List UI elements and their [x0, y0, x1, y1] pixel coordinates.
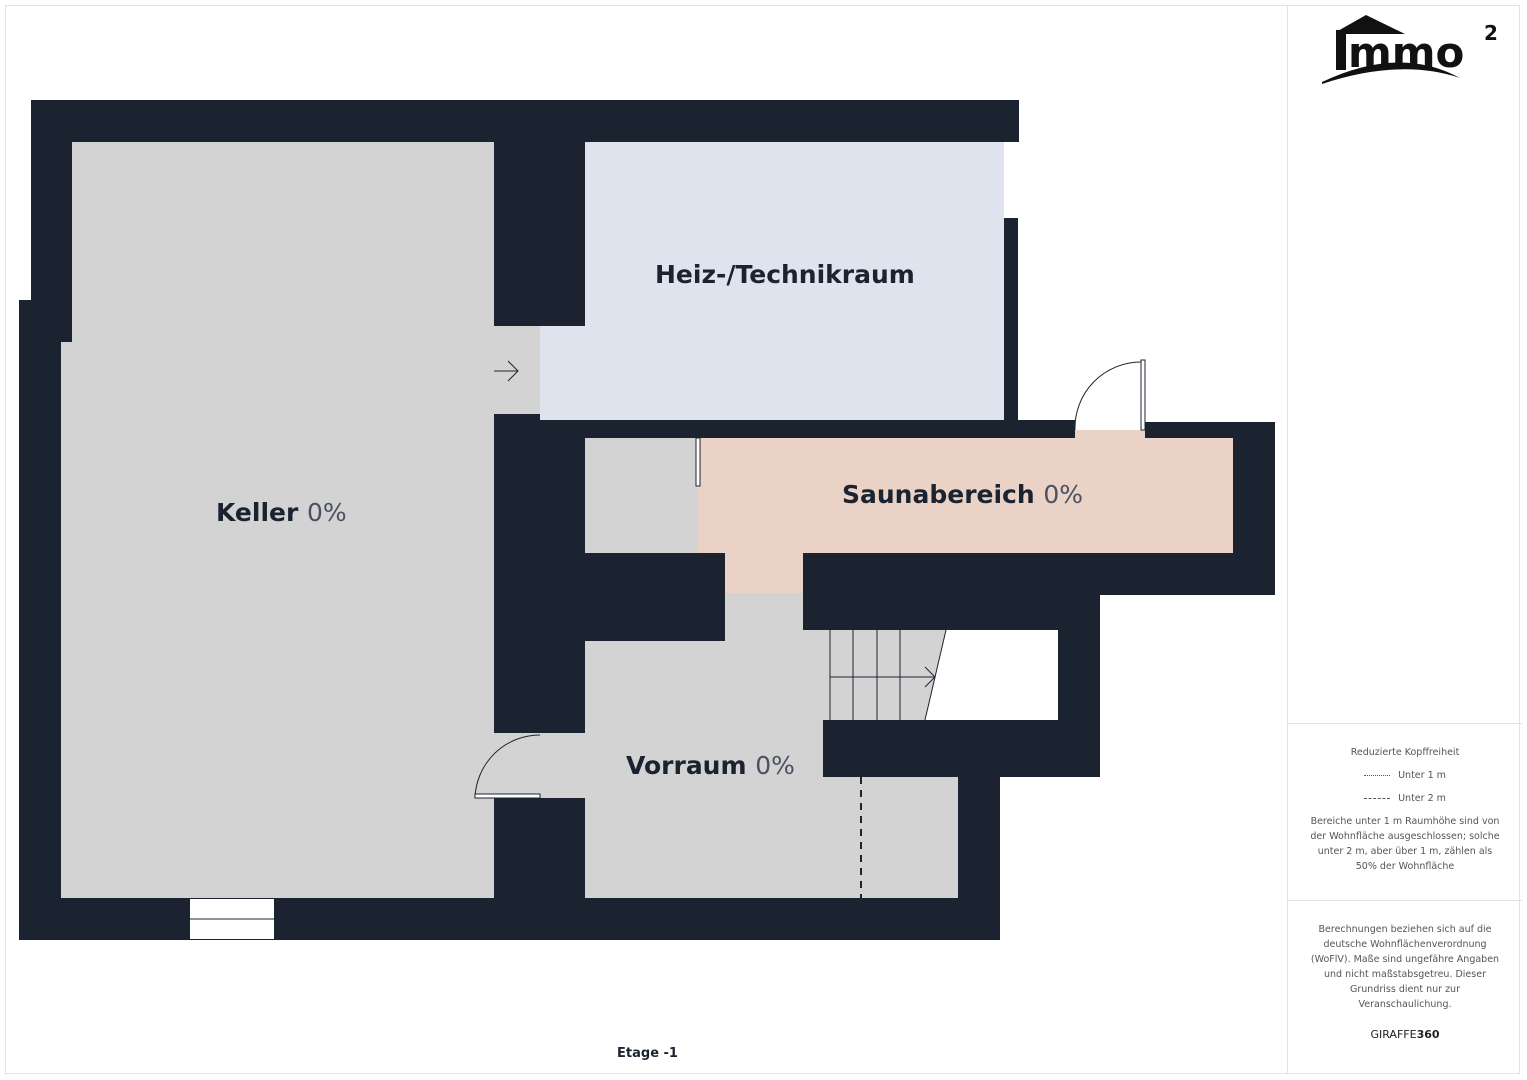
- room-label-heiz: Heiz-/Technikraum: [655, 260, 915, 289]
- heiz-floor: [585, 142, 1004, 420]
- divider: [1288, 723, 1522, 724]
- floor-label: Etage -1: [617, 1046, 678, 1061]
- svg-text:2: 2: [1484, 21, 1498, 45]
- immo-logo: mmo 2: [1322, 15, 1498, 84]
- vorraum-floor: [725, 593, 803, 641]
- room-label-sauna: Saunabereich 0%: [842, 480, 1084, 509]
- sauna-floor: [698, 438, 1233, 553]
- doors: [474, 359, 1146, 799]
- dotted-line-icon: [1364, 775, 1391, 776]
- legend-title: Reduzierte Kopffreiheit: [1350, 747, 1460, 758]
- svg-text:mmo: mmo: [1348, 28, 1464, 77]
- stairs: [823, 630, 925, 720]
- disclaimer: Berechnungen beziehen sich auf die deuts…: [1310, 924, 1500, 1010]
- rooms: [61, 142, 1233, 898]
- stairs-lines: [829, 629, 947, 721]
- legend: Reduzierte Kopffreiheit Unter 1 m Unter …: [1298, 745, 1512, 874]
- legend-explanation: Bereiche unter 1 m Raumhöhe sind von der…: [1310, 816, 1500, 872]
- door-arrow-icon: [494, 360, 519, 382]
- dashed-line-icon: [1364, 798, 1391, 799]
- divider: [1288, 900, 1522, 901]
- legend-under-2m: Unter 2 m: [1398, 793, 1446, 804]
- page-frame: [5, 5, 1520, 1074]
- walls: [19, 100, 1275, 940]
- room-label-keller: Keller 0%: [216, 498, 347, 527]
- window: [190, 899, 274, 939]
- room-label-vorraum: Vorraum 0%: [626, 751, 795, 780]
- keller-floor: [72, 142, 494, 342]
- giraffe360-credit: GIRAFFE360: [1370, 1028, 1440, 1041]
- legend-under-1m: Unter 1 m: [1398, 770, 1446, 781]
- sidebar: Reduzierte Kopffreiheit Unter 1 m Unter …: [1287, 5, 1522, 1074]
